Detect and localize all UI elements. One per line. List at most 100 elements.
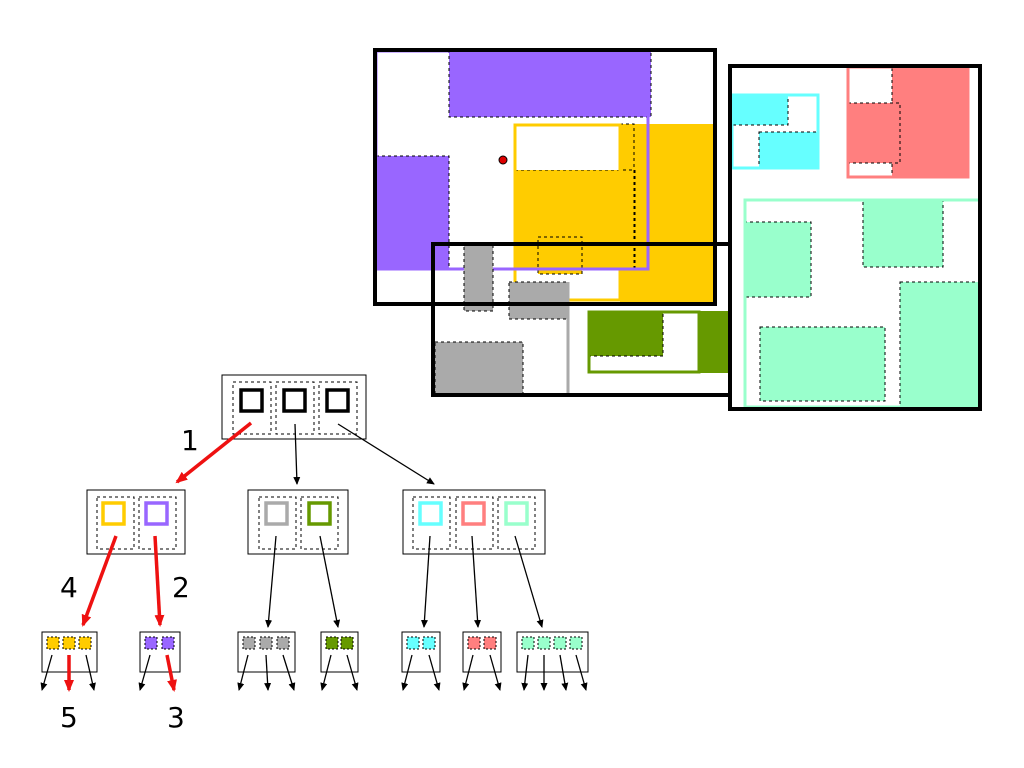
- node-c-entry-3-mbr: [504, 501, 529, 526]
- step-label-1: 1: [181, 424, 199, 457]
- step-label-4: 4: [60, 571, 78, 604]
- node-c: [402, 489, 546, 555]
- node-b-box: [247, 489, 349, 555]
- node-b-entry-2-mbr: [307, 501, 332, 526]
- object-arrow: [575, 654, 588, 691]
- cyan-rect-top: [731, 94, 789, 126]
- object-arrow: [237, 654, 249, 691]
- green-mbr: [587, 310, 701, 374]
- leaf-gray-entry: [242, 636, 256, 650]
- mint-rect-4: [759, 326, 886, 402]
- leaf-mint: [516, 631, 589, 673]
- query-point: [498, 155, 508, 165]
- leaf-yellow-entry: [78, 636, 92, 650]
- pointer-arrow: [337, 423, 435, 485]
- object-arrow: [138, 654, 151, 691]
- object-arrow: [521, 654, 529, 691]
- leaf-purple: [139, 631, 181, 673]
- node-c-entry-2: [455, 496, 494, 550]
- object-arrow: [85, 654, 96, 691]
- node-b-entry-2: [300, 496, 339, 550]
- purple-rect-top: [448, 50, 652, 118]
- object-arrow: [489, 654, 502, 691]
- salmon-rect-right: [891, 66, 968, 178]
- object-arrow: [346, 654, 359, 691]
- root-entry-3: [318, 381, 358, 435]
- object-arrow: [559, 654, 569, 691]
- pointer-arrow: [319, 535, 341, 628]
- gray-rect-tall: [463, 243, 494, 312]
- mint-rect-3: [899, 281, 981, 408]
- search-arrow-2: [153, 535, 165, 627]
- root-mbr-top-left: [373, 48, 717, 306]
- mint-rect-1: [743, 221, 812, 298]
- leaf-mint-entry: [521, 636, 535, 650]
- pointer-arrow: [265, 535, 277, 628]
- leaf-gray-entry: [259, 636, 273, 650]
- step-label-2: 2: [172, 571, 190, 604]
- object-arrow: [264, 654, 272, 691]
- leaf-salmon-entry: [483, 636, 497, 650]
- pointer-arrow: [514, 535, 544, 628]
- spatial-map: [373, 48, 982, 411]
- search-arrow-3: [165, 654, 177, 692]
- green-rect-left: [587, 310, 664, 357]
- leaf-salmon: [462, 631, 502, 673]
- search-arrow-4: [81, 535, 118, 627]
- leaf-mint-entry: [553, 636, 567, 650]
- mint-rect-2: [862, 200, 944, 268]
- node-a-entry-2-mbr: [144, 501, 169, 526]
- gray-rect-bottom: [434, 341, 524, 395]
- node-b: [247, 489, 349, 555]
- root-entry-3-mbr: [325, 388, 350, 413]
- node-c-entry-1: [412, 496, 451, 550]
- step-label-5: 5: [60, 701, 78, 734]
- node-a-entry-1-mbr: [101, 501, 126, 526]
- root-entry-1: [232, 381, 272, 435]
- leaf-green: [320, 631, 359, 673]
- object-arrow: [428, 654, 441, 691]
- root-node-box: [221, 374, 367, 440]
- rtree: 1 2 3 4 5: [40, 374, 589, 734]
- leaf-yellow-entry: [46, 636, 60, 650]
- node-c-entry-1-mbr: [418, 501, 443, 526]
- node-b-entry-1-mbr: [264, 501, 289, 526]
- pointer-arrow: [471, 535, 482, 628]
- root-entry-1-mbr: [239, 388, 264, 413]
- region-bottom: [434, 243, 730, 395]
- node-c-entry-3: [497, 496, 536, 550]
- leaf-gray-entry: [276, 636, 290, 650]
- pointer-arrow: [420, 535, 431, 628]
- node-a: [86, 489, 186, 555]
- root-entry-2-mbr: [282, 388, 307, 413]
- leaf-cyan-entry: [406, 636, 420, 650]
- object-arrow: [401, 654, 413, 691]
- leaf-salmon-entry: [467, 636, 481, 650]
- leaf-yellow-entry: [62, 636, 76, 650]
- cyan-rect-bottom: [758, 131, 818, 169]
- leaf-green-entry: [325, 636, 339, 650]
- root-mbr-right: [728, 64, 982, 411]
- root-node: [221, 374, 367, 440]
- gray-rect-mid: [508, 281, 568, 320]
- step-label-3: 3: [167, 701, 185, 734]
- leaf-cyan-entry: [422, 636, 436, 650]
- leaf-purple-entry: [144, 636, 158, 650]
- node-a-entry-1: [96, 496, 135, 550]
- leaf-mint-entry: [569, 636, 583, 650]
- leaf-green-entry: [340, 636, 354, 650]
- leaf-mint-entry: [537, 636, 551, 650]
- yellow-rect-right: [620, 124, 715, 304]
- search-arrow-1: [175, 421, 253, 484]
- region-right: [730, 65, 982, 409]
- node-b-entry-1: [258, 496, 297, 550]
- object-arrow: [282, 654, 296, 691]
- leaf-purple-entry: [161, 636, 175, 650]
- node-c-box: [402, 489, 546, 555]
- object-arrow: [40, 654, 53, 691]
- object-arrow: [462, 654, 474, 691]
- node-c-entry-2-mbr: [461, 501, 486, 526]
- purple-rect-left: [375, 155, 450, 270]
- salmon-rect-left: [847, 102, 901, 164]
